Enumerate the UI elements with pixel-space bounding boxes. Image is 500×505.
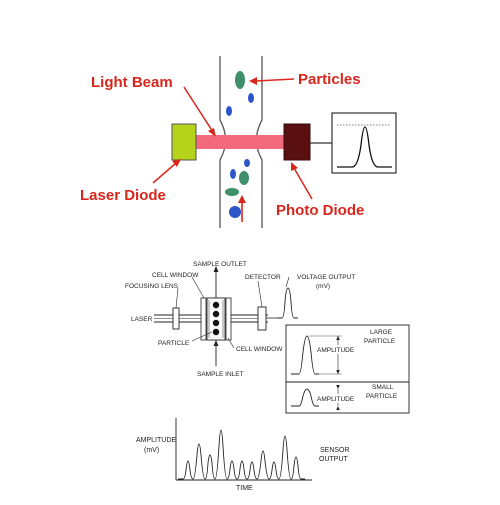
large-amplitude-arrow-bottom [336, 370, 340, 374]
label-sensor-output-1: SENSOR [320, 447, 350, 454]
voltage-output-pulse [278, 287, 298, 319]
arrow-light-beam-head [208, 128, 216, 137]
particle-blue [248, 93, 254, 103]
arrow-particles [255, 78, 295, 82]
label-amplitude-axis: AMPLITUDE [136, 437, 176, 444]
leader-cell-window-top [191, 276, 205, 299]
particle-blue [244, 159, 250, 167]
label-laser: LASER [131, 316, 153, 323]
detector [257, 306, 267, 331]
cell-window-left [200, 297, 207, 341]
label-focusing-lens: FOCUSING LENS [125, 283, 179, 290]
particle-blue [226, 106, 232, 116]
particle-blue [230, 169, 236, 179]
bottom-diagram: SAMPLE OUTLET CELL WINDOW FOCUSING LENS … [125, 261, 410, 492]
label-small-particle-1: SMALL [372, 384, 394, 391]
small-particle-pulse [291, 388, 319, 407]
scope-pulse [337, 126, 392, 168]
label-small-particle-2: PARTICLE [366, 393, 398, 400]
cell-particle [212, 328, 220, 336]
large-particle-pulse [291, 335, 319, 375]
label-large-particle-1: LARGE [370, 329, 393, 336]
label-cell-window-bottom: CELL WINDOW [236, 346, 283, 353]
small-amplitude-arrow-top [336, 385, 340, 389]
cell-particle [212, 310, 220, 318]
large-amplitude-bg [314, 345, 358, 354]
photo-diode [283, 123, 311, 161]
flow-direction-arrowhead [238, 195, 246, 203]
sample-inlet-arrowhead [213, 340, 219, 346]
label-amplitude-small: AMPLITUDE [317, 396, 355, 403]
label-cell-window-top: CELL WINDOW [152, 272, 199, 279]
label-particle: PARTICLE [158, 340, 190, 347]
top-diagram: Light Beam Particles Laser Diode Photo D… [80, 56, 397, 228]
leader-particle [191, 331, 213, 342]
arrow-photo-diode-head [291, 162, 298, 171]
leader-voltage-output [285, 276, 290, 288]
label-light-beam: Light Beam [91, 74, 173, 91]
label-sensor-output-2: OUTPUT [319, 456, 349, 463]
label-large-particle-2: PARTICLE [364, 338, 396, 345]
label-amplitude-large: AMPLITUDE [317, 347, 355, 354]
sensor-output-waveform [178, 429, 305, 480]
particle-green [235, 71, 245, 89]
signal-scope [331, 112, 397, 174]
focusing-lens [172, 307, 180, 330]
arrow-laser-diode [152, 162, 177, 184]
label-time-axis: TIME [236, 485, 253, 492]
label-detector: DETECTOR [245, 274, 281, 281]
cell-particle [212, 319, 220, 327]
label-amplitude-axis-unit: (mV) [144, 447, 159, 454]
label-particles: Particles [298, 71, 361, 88]
sample-outlet-arrowhead [213, 266, 219, 272]
small-amplitude-arrow-bottom [336, 406, 340, 410]
leader-cell-window-bottom [227, 337, 235, 349]
arrow-laser-diode-head [172, 159, 181, 167]
particle-green [239, 171, 249, 185]
leader-focusing-lens [175, 287, 179, 309]
laser-diode [171, 123, 197, 161]
label-sample-outlet: SAMPLE OUTLET [193, 261, 247, 268]
cell-window-right [225, 297, 232, 341]
large-amplitude-arrow-top [336, 336, 340, 340]
leader-detector [257, 280, 263, 308]
label-sample-inlet: SAMPLE INLET [197, 371, 244, 378]
label-photo-diode: Photo Diode [276, 202, 364, 219]
small-amplitude-bg [314, 394, 358, 403]
arrow-photo-diode [293, 167, 313, 200]
label-voltage-output: VOLTAGE OUTPUT [297, 274, 355, 281]
arrow-light-beam [183, 86, 214, 133]
particle-green [225, 188, 239, 196]
label-laser-diode: Laser Diode [80, 187, 166, 204]
arrow-particles-head [249, 77, 257, 85]
cell-particle [212, 301, 220, 309]
light-beam [196, 135, 288, 149]
label-voltage-output-unit: (mV) [316, 283, 330, 290]
particle-blue [229, 206, 241, 218]
